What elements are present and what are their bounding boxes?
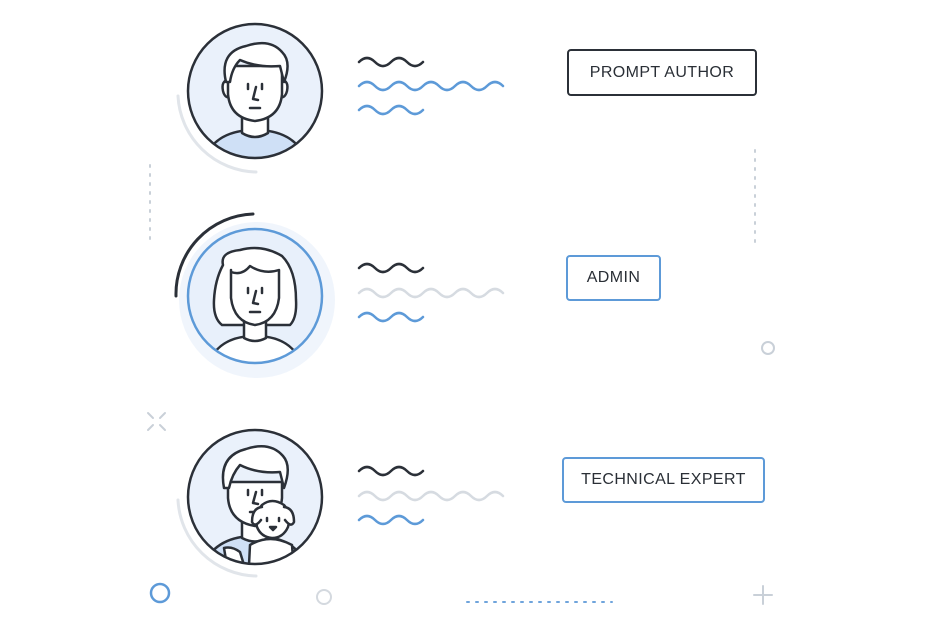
cross-mark-left bbox=[147, 412, 166, 431]
small-ring-bottom-gray bbox=[316, 589, 332, 605]
text-placeholder-lines bbox=[357, 56, 505, 116]
role-row-admin bbox=[174, 212, 505, 378]
avatar-shadow-arc bbox=[176, 498, 258, 578]
role-row-technical-expert bbox=[176, 428, 505, 578]
role-badge-admin: ADMIN bbox=[566, 255, 661, 301]
selection-arc bbox=[174, 212, 255, 298]
woman-avatar bbox=[186, 227, 324, 365]
man-avatar bbox=[186, 22, 324, 160]
avatar-shadow-arc bbox=[176, 94, 258, 174]
small-ring-right bbox=[761, 341, 775, 355]
text-placeholder-lines bbox=[357, 262, 505, 323]
man-with-puppy-avatar bbox=[186, 428, 324, 566]
role-badge-prompt-author: PROMPT AUTHOR bbox=[567, 49, 757, 96]
small-ring-bottom-blue bbox=[149, 582, 171, 604]
text-placeholder-lines bbox=[357, 465, 505, 526]
plus-mark-bottom bbox=[753, 585, 773, 605]
background-decorations bbox=[147, 149, 775, 605]
role-badge-technical-expert: TECHNICAL EXPERT bbox=[562, 457, 765, 503]
role-row-prompt-author bbox=[176, 22, 505, 174]
